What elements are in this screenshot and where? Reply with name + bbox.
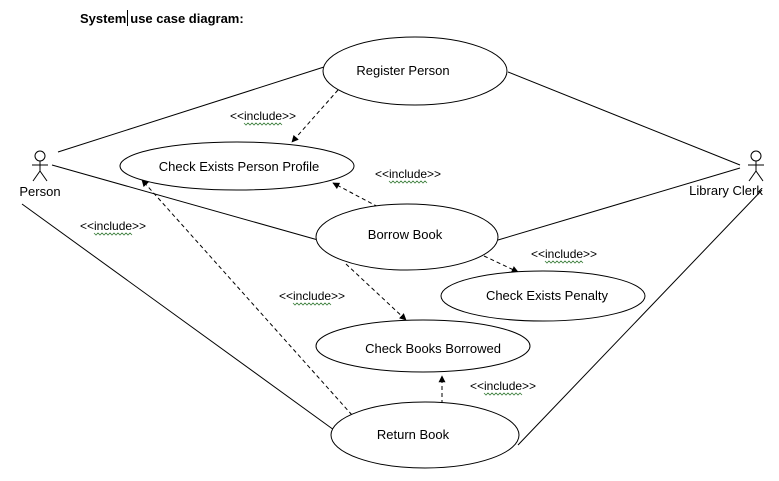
- include-label-borrow-penalty: <<include>>: [531, 247, 597, 264]
- association-clerk-return: [517, 189, 763, 446]
- spellcheck-underline: [292, 302, 332, 306]
- spellcheck-underline: [388, 180, 428, 184]
- library-clerk-stick-figure-icon: [748, 150, 764, 182]
- title-part-2: use case diagram:: [130, 11, 244, 26]
- include-label-text: <<include>>: [375, 167, 441, 181]
- association-person-return: [21, 203, 335, 431]
- use-case-check-exists-penalty[interactable]: Check Exists Penalty: [440, 270, 646, 322]
- include-label-borrow-books-borrowed: <<include>>: [279, 289, 345, 306]
- include-label-borrow-profile: <<include>>: [375, 167, 441, 184]
- include-label-text: <<include>>: [230, 109, 296, 123]
- association-person-register: [57, 66, 325, 153]
- include-label-text: <<include>>: [531, 247, 597, 261]
- use-case-check-exists-penalty-label: Check Exists Penalty: [486, 288, 609, 303]
- association-person-borrow: [51, 164, 319, 241]
- include-label-register-profile: <<include>>: [230, 109, 296, 126]
- use-case-return-book-label: Return Book: [377, 427, 450, 442]
- include-label-text: <<include>>: [470, 379, 536, 393]
- title-part-1: System: [80, 11, 127, 26]
- actor-person[interactable]: Person: [19, 150, 61, 199]
- actor-person-label: Person: [19, 184, 60, 199]
- use-case-check-exists-person-profile[interactable]: Check Exists Person Profile: [119, 141, 355, 191]
- include-label-person-left: <<include>>: [80, 219, 146, 236]
- use-case-borrow-book[interactable]: Borrow Book: [315, 203, 499, 271]
- use-case-register-person[interactable]: Register Person: [322, 36, 508, 106]
- association-clerk-borrow: [497, 167, 741, 241]
- include-arrow-return-to-profile: [141, 179, 353, 416]
- use-case-check-exists-person-profile-label: Check Exists Person Profile: [159, 159, 319, 174]
- spellcheck-underline: [544, 260, 584, 264]
- association-clerk-register: [507, 71, 741, 166]
- include-arrow-register-to-profile: [291, 89, 339, 143]
- spellcheck-underline: [483, 392, 523, 396]
- spellcheck-underline: [243, 122, 283, 126]
- include-label-return-books-borrowed: <<include>>: [470, 379, 536, 396]
- spellcheck-underline: [93, 232, 133, 236]
- use-case-borrow-book-label: Borrow Book: [368, 227, 443, 242]
- use-case-check-books-borrowed[interactable]: Check Books Borrowed: [315, 319, 531, 373]
- actor-library-clerk[interactable]: Library Clerk: [689, 150, 764, 198]
- include-arrow-borrow-to-books-borrowed: [345, 263, 407, 321]
- include-arrow-borrow-to-penalty: [483, 255, 519, 273]
- text-cursor: [127, 10, 129, 26]
- include-label-text: <<include>>: [80, 219, 146, 233]
- include-label-text: <<include>>: [279, 289, 345, 303]
- use-case-check-books-borrowed-label: Check Books Borrowed: [365, 341, 501, 356]
- actor-library-clerk-label: Library Clerk: [689, 183, 763, 198]
- use-case-register-person-label: Register Person: [356, 63, 449, 78]
- person-stick-figure-icon: [32, 150, 48, 182]
- use-case-return-book[interactable]: Return Book: [330, 401, 520, 469]
